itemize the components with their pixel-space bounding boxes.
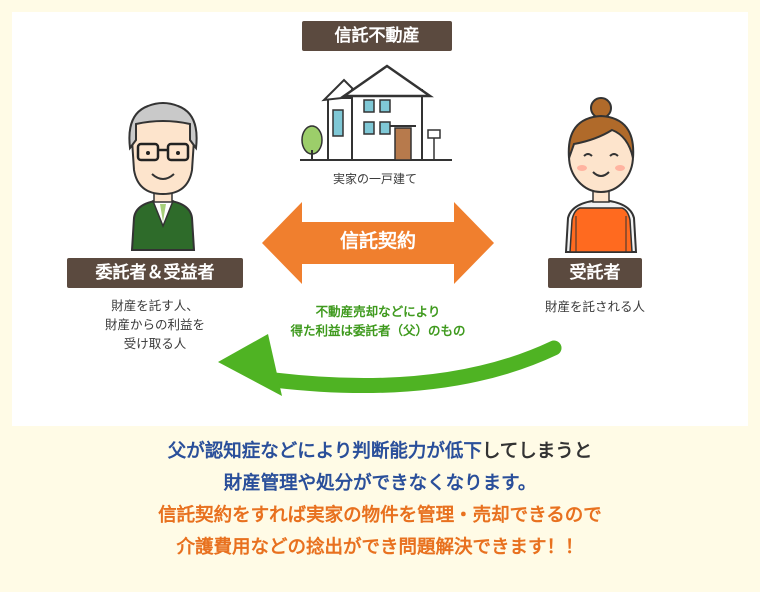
settlor-description: 財産を託す人、 財産からの利益を 受け取る人 <box>60 296 250 353</box>
summary-line-4: 介護費用などの捻出ができ問題解決できます！！ <box>176 537 584 558</box>
summary-text: 父が認知症などにより判断能力が低下してしまうと 財産管理や処分ができなくなります… <box>0 436 760 564</box>
summary-line-2: 財産管理や処分ができなくなります。 <box>223 473 537 494</box>
settlor-tag: 委託者＆受益者 <box>67 258 243 288</box>
summary-line-1: 父が認知症などにより判断能力が低下してしまうと <box>0 436 760 468</box>
property-caption: 実家の一戸建て <box>332 172 417 186</box>
trustee-tag: 受託者 <box>548 258 642 288</box>
trustee-description: 財産を託される人 <box>544 299 645 314</box>
summary-line-1-rest: してしまうと <box>481 441 593 462</box>
profit-note: 不動産売却などにより 得た利益は委託者（父）のもの <box>270 302 486 340</box>
profit-note-line: 不動産売却などにより <box>315 304 441 319</box>
settlor-desc-line: 財産を託す人、 <box>111 298 199 313</box>
summary-line-3: 信託契約をすれば実家の物件を管理・売却できるので <box>158 505 602 526</box>
profit-note-line: 得た利益は委託者（父）のもの <box>290 323 466 338</box>
daughter-illustration <box>564 97 638 253</box>
father-illustration <box>128 102 198 251</box>
settlor-desc-line: 財産からの利益を <box>104 317 205 332</box>
settlor-desc-line: 受け取る人 <box>123 336 187 351</box>
property-tag: 信託不動産 <box>302 21 452 51</box>
house-illustration <box>300 64 452 161</box>
profit-return-arrow <box>218 334 562 396</box>
contract-label: 信託契約 <box>339 230 416 252</box>
summary-line-1-highlight: 父が認知症などにより判断能力が低下 <box>167 441 482 462</box>
contract-double-arrow <box>262 202 494 284</box>
